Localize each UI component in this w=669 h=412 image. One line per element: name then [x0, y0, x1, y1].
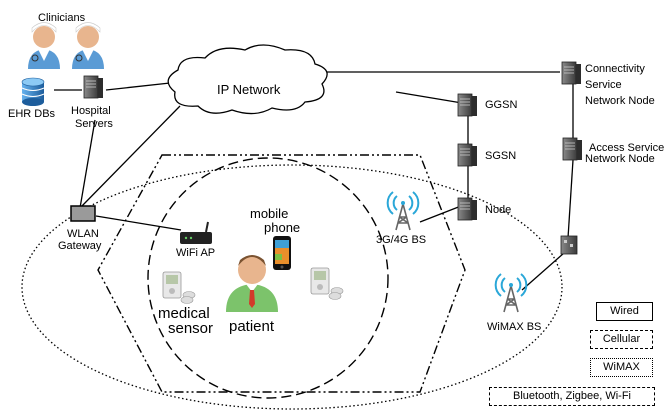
ggsn-server-icon	[457, 93, 478, 117]
ehr-label: EHR DBs	[8, 108, 56, 120]
mobile-label-2: phone	[264, 220, 300, 235]
wimax-coverage-region	[21, 164, 563, 410]
sgsn-label: SGSN	[485, 150, 516, 162]
ip-network-cloud	[167, 44, 328, 115]
clinician-icon	[27, 22, 61, 70]
mobile-label-1: mobile	[250, 206, 288, 221]
clinician-icon	[71, 22, 105, 70]
mobile-phone-icon	[273, 236, 291, 270]
asn-label-1: Access Service	[589, 142, 664, 154]
sgsn-server-icon	[457, 143, 478, 167]
wimax-bs-label: WiMAX BS	[487, 321, 541, 333]
clinicians-label: Clinicians	[38, 12, 86, 24]
medical-label-2: sensor	[168, 320, 213, 337]
cellular-coverage-region	[97, 154, 466, 393]
medical-sensor-icon	[310, 267, 344, 300]
asn-server-icon	[562, 137, 583, 161]
wifi-ap-label: WiFi AP	[176, 247, 215, 259]
medical-sensor-icon	[162, 271, 196, 304]
patient-label: patient	[229, 318, 275, 335]
wifi-router-icon	[180, 221, 212, 244]
patient-icon	[226, 255, 278, 312]
csn-server-icon	[561, 61, 582, 85]
wimax-tower-icon	[494, 273, 528, 313]
wlan-gateway-icon	[70, 205, 96, 222]
node-server-icon	[457, 197, 478, 221]
short-range-region	[147, 157, 389, 399]
legend-wimax: WiMAX	[590, 358, 653, 377]
legend-short-range: Bluetooth, Zigbee, Wi-Fi	[489, 387, 655, 406]
csn-label-2: Service	[585, 79, 622, 91]
ip-network-label: IP Network	[217, 82, 281, 97]
hospital-label-1: Hospital	[71, 105, 111, 117]
wlan-hospital-link	[79, 119, 96, 209]
csn-label-3: Network Node	[585, 95, 655, 107]
cell-tower-icon	[386, 191, 420, 231]
ggsn-label: GGSN	[485, 99, 517, 111]
wlan-label-2: Gateway	[58, 240, 102, 252]
medical-label-1: medical	[158, 305, 210, 322]
legend-wired: Wired	[596, 302, 653, 321]
hospital-label-2: Servers	[75, 118, 113, 130]
node-label: Node	[485, 204, 511, 216]
wlan-label-1: WLAN	[67, 228, 99, 240]
wired-links	[54, 71, 574, 291]
wimax-gateway-icon	[560, 235, 578, 255]
bs-3g4g-label: 3G/4G BS	[376, 234, 426, 246]
legend-cellular: Cellular	[590, 330, 653, 349]
hospital-server-icon	[83, 75, 104, 99]
asn-label-2: Network Node	[585, 153, 655, 165]
ehr-database-icon	[21, 77, 45, 106]
csn-label-1: Connectivity	[585, 63, 645, 75]
